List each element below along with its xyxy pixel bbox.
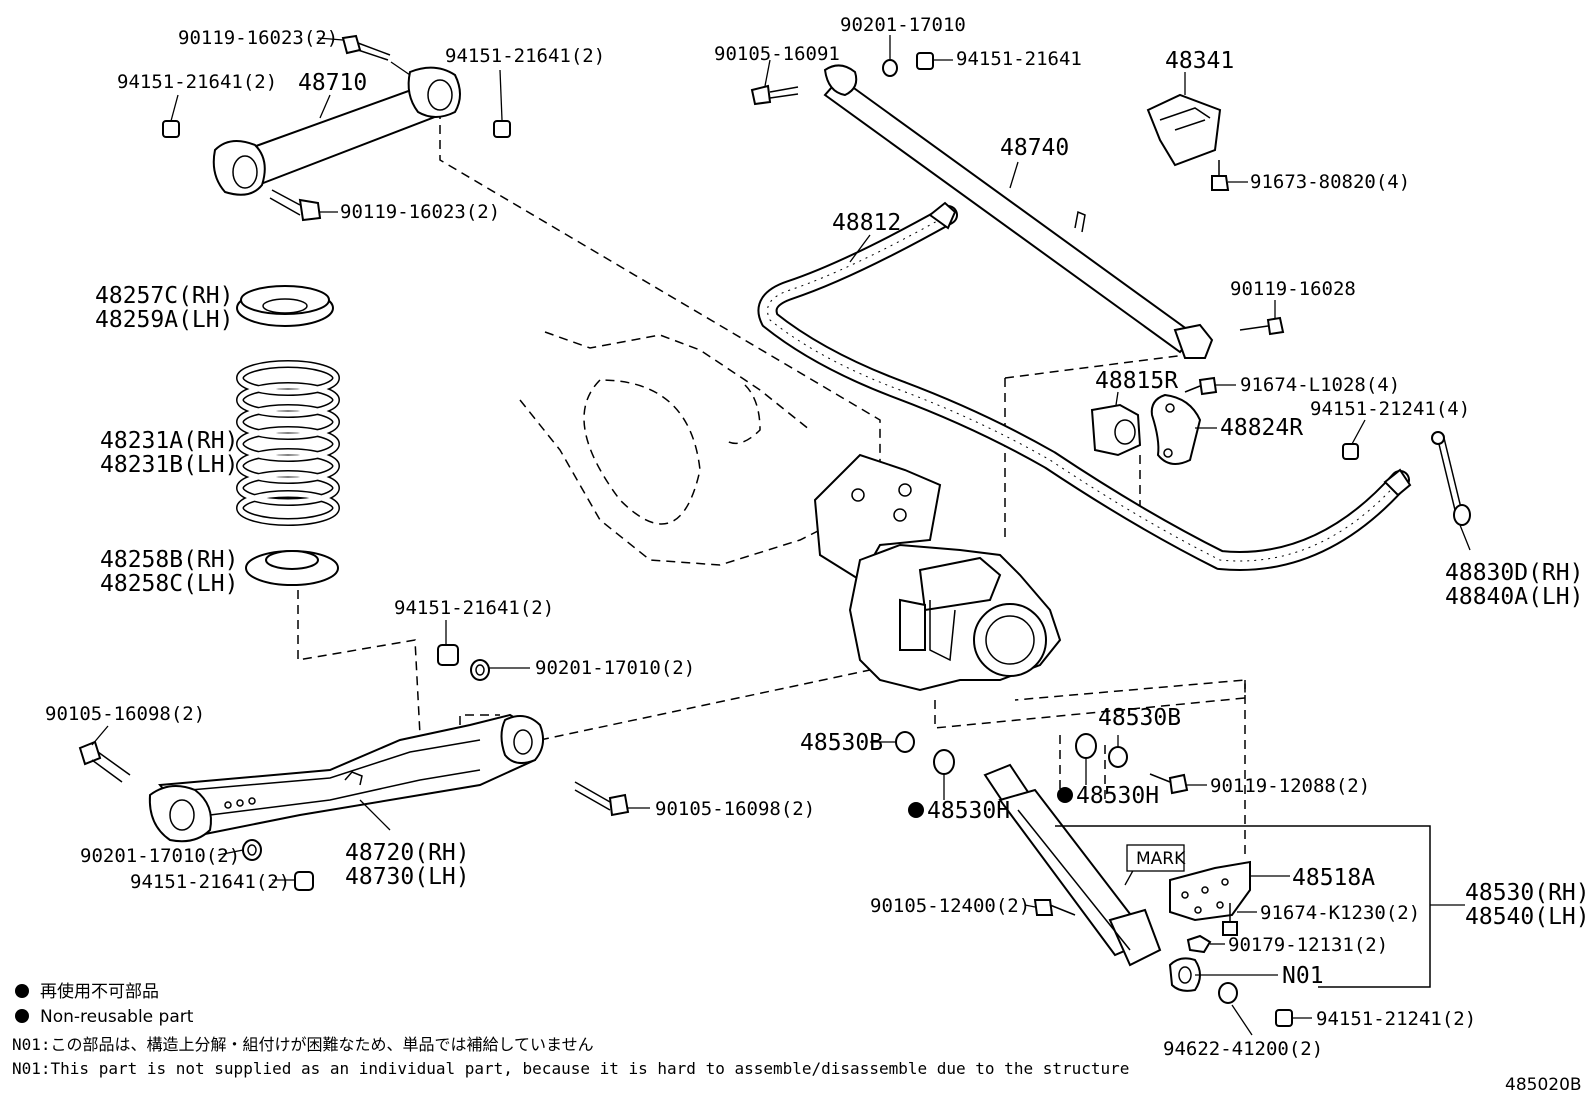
- mark-box: [1126, 844, 1185, 872]
- label-94151-21241-bottom: 94151-21241(2): [1316, 1008, 1476, 1030]
- part-labels: 90119-16023(2) 94151-21641(2) 94151-2164…: [45, 14, 1590, 1060]
- label-48540: 48540(LH): [1465, 904, 1590, 930]
- label-48730: 48730(LH): [345, 864, 470, 890]
- label-94151-21641-b: 94151-21641(2): [117, 71, 277, 93]
- shock-absorber: [983, 763, 1162, 967]
- label-91674-l1028: 91674-L1028(4): [1240, 374, 1400, 396]
- legend-en: Non-reusable part: [40, 1007, 194, 1027]
- axle-hub-assembly: [813, 453, 1062, 692]
- note-n01-jp: N01:この部品は、構造上分解・組付けが困難なため、単品では補給していません: [12, 1035, 594, 1054]
- legend-jp: 再使用不可部品: [40, 981, 159, 1002]
- label-91674-k1230: 91674-K1230(2): [1260, 902, 1420, 924]
- label-90201-17010: 90201-17010: [840, 14, 966, 36]
- label-90179-12131: 90179-12131(2): [1228, 934, 1388, 956]
- label-48530b-a: 48530B: [800, 730, 883, 756]
- label-48812: 48812: [832, 210, 901, 236]
- lower-control-arm: [148, 713, 545, 843]
- body-outline: [297, 110, 1246, 860]
- label-94151-21641-c: 94151-21641: [956, 48, 1082, 70]
- label-48257c: 48257C(RH): [95, 283, 233, 309]
- label-91673-80820: 91673-80820(4): [1250, 171, 1410, 193]
- label-94151-21641-a: 94151-21641(2): [445, 45, 605, 67]
- label-90105-12400: 90105-12400(2): [870, 895, 1030, 917]
- label-48341: 48341: [1165, 48, 1234, 74]
- label-94151-21641-d: 94151-21641(2): [394, 597, 554, 619]
- label-48258c: 48258C(LH): [100, 571, 238, 597]
- label-48830d: 48830D(RH): [1445, 560, 1583, 586]
- label-48231a: 48231A(RH): [100, 428, 238, 454]
- stabilizer-bar: [757, 201, 1412, 571]
- diagram-code: 485020B: [1505, 1075, 1582, 1095]
- label-48258b: 48258B(RH): [100, 547, 238, 573]
- label-90119-16028: 90119-16028: [1230, 278, 1356, 300]
- hardware: [78, 34, 1359, 1027]
- label-48530h-b: 48530H: [1076, 783, 1159, 809]
- label-94151-21641-e: 94151-21641(2): [130, 871, 290, 893]
- label-48815r: 48815R: [1095, 368, 1178, 394]
- coil-spring-assembly: [236, 285, 340, 586]
- note-n01-en: N01:This part is not supplied as an indi…: [12, 1059, 1129, 1078]
- label-48740: 48740: [1000, 135, 1069, 161]
- upper-control-arm: [212, 66, 461, 196]
- label-90105-16091: 90105-16091: [714, 43, 840, 65]
- label-n01: N01: [1282, 963, 1324, 989]
- legend-bullet: [15, 1009, 29, 1023]
- non-reusable-marker: [908, 802, 924, 818]
- label-90119-12088: 90119-12088(2): [1210, 775, 1370, 797]
- label-48840a: 48840A(LH): [1445, 584, 1583, 610]
- mark-label: MARK: [1136, 849, 1186, 869]
- label-48259a: 48259A(LH): [95, 307, 233, 333]
- lateral-rod: [823, 64, 1214, 359]
- label-90201-17010-b: 90201-17010(2): [535, 657, 695, 679]
- label-48518a: 48518A: [1292, 865, 1375, 891]
- label-48824r: 48824R: [1220, 415, 1303, 441]
- label-48530: 48530(RH): [1465, 880, 1590, 906]
- legend: 再使用不可部品 Non-reusable part N01:この部品は、構造上分…: [12, 981, 1129, 1078]
- bushing-and-bracket: [1090, 393, 1202, 465]
- bracket-48341: [1146, 93, 1222, 167]
- label-48231b: 48231B(LH): [100, 452, 238, 478]
- label-90201-17010-c: 90201-17010(2): [80, 845, 240, 867]
- label-90105-16098-b: 90105-16098(2): [655, 798, 815, 820]
- stabilizer-link: [1431, 431, 1471, 526]
- label-48710: 48710: [298, 70, 367, 96]
- label-48720: 48720(RH): [345, 840, 470, 866]
- label-94622-41200: 94622-41200(2): [1163, 1038, 1323, 1060]
- non-reusable-marker: [1057, 787, 1073, 803]
- label-48530h-a: 48530H: [927, 798, 1010, 824]
- label-90119-16023-top: 90119-16023(2): [178, 27, 338, 49]
- label-48530b-b: 48530B: [1098, 705, 1181, 731]
- leader-lines: [91, 35, 1471, 1036]
- label-94151-21241-top: 94151-21241(4): [1310, 398, 1470, 420]
- label-90119-16023-bottom: 90119-16023(2): [340, 201, 500, 223]
- label-90105-16098-a: 90105-16098(2): [45, 703, 205, 725]
- legend-bullet: [15, 984, 29, 998]
